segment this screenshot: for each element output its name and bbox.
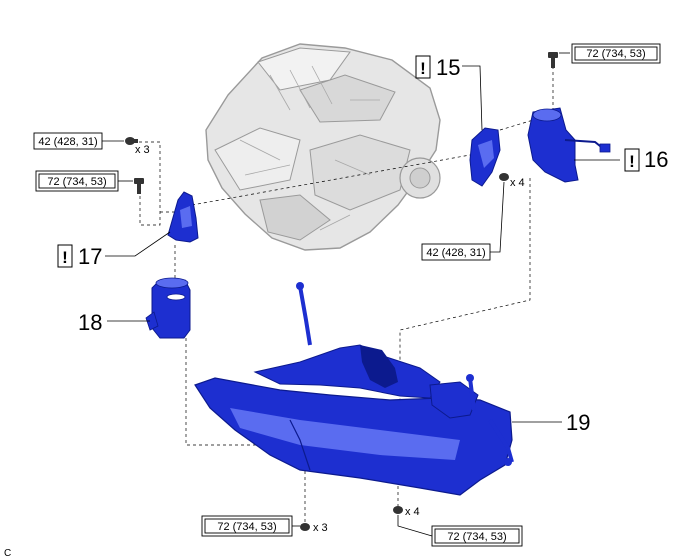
nut-icon [300,523,310,531]
engine-assembly [205,43,441,251]
torque-spec-mid-right: 42 (428, 31) [421,243,491,261]
svg-text:!: ! [62,248,68,267]
torque-label: 42 (428, 31) [38,136,97,148]
nut-icon [499,173,509,181]
torque-spec-bottom-right: 72 (734, 53) [431,525,523,547]
torque-label: 72 (734, 53) [217,521,276,533]
quantity-label: x 3 [135,144,150,156]
torque-label: 72 (734, 53) [447,531,506,543]
torque-label: 72 (734, 53) [586,48,645,60]
torque-spec-top-right: 72 (734, 53) [571,43,661,64]
torque-label: 42 (428, 31) [426,247,485,259]
callout-17: 17 [78,244,102,269]
nut-icon [125,137,138,145]
bolt-icon [134,178,144,194]
caution-icon: ! [57,244,73,268]
torque-spec-bottom-left: 72 (734, 53) [201,515,293,537]
bolt-icon [548,52,558,68]
leader-line [397,515,433,537]
svg-text:!: ! [629,152,635,171]
svg-text:!: ! [420,59,426,78]
quantity-label: x 4 [510,177,525,189]
torque-label: 72 (734, 53) [47,176,106,188]
part-17-bracket-lh [167,191,199,243]
torque-spec-left-top: 42 (428, 31) [33,132,103,150]
caution-icon: ! [624,148,640,172]
figure-code: C [4,548,11,559]
part-19-crossmember [194,282,514,496]
part-15-bracket [469,127,501,187]
nut-icon [393,506,403,514]
leader-lines [105,52,620,423]
quantity-label: x 4 [405,506,420,518]
callout-19: 19 [566,410,590,435]
part-16-engine-mount-rh [527,107,611,183]
caution-icon: ! [415,55,431,79]
callout-15: 15 [436,55,460,80]
callout-16: 16 [644,147,668,172]
callout-18: 18 [78,310,102,335]
quantity-label: x 3 [313,522,328,534]
part-18-engine-mount-lh [145,277,191,339]
torque-spec-left-mid: 72 (734, 53) [35,170,119,192]
